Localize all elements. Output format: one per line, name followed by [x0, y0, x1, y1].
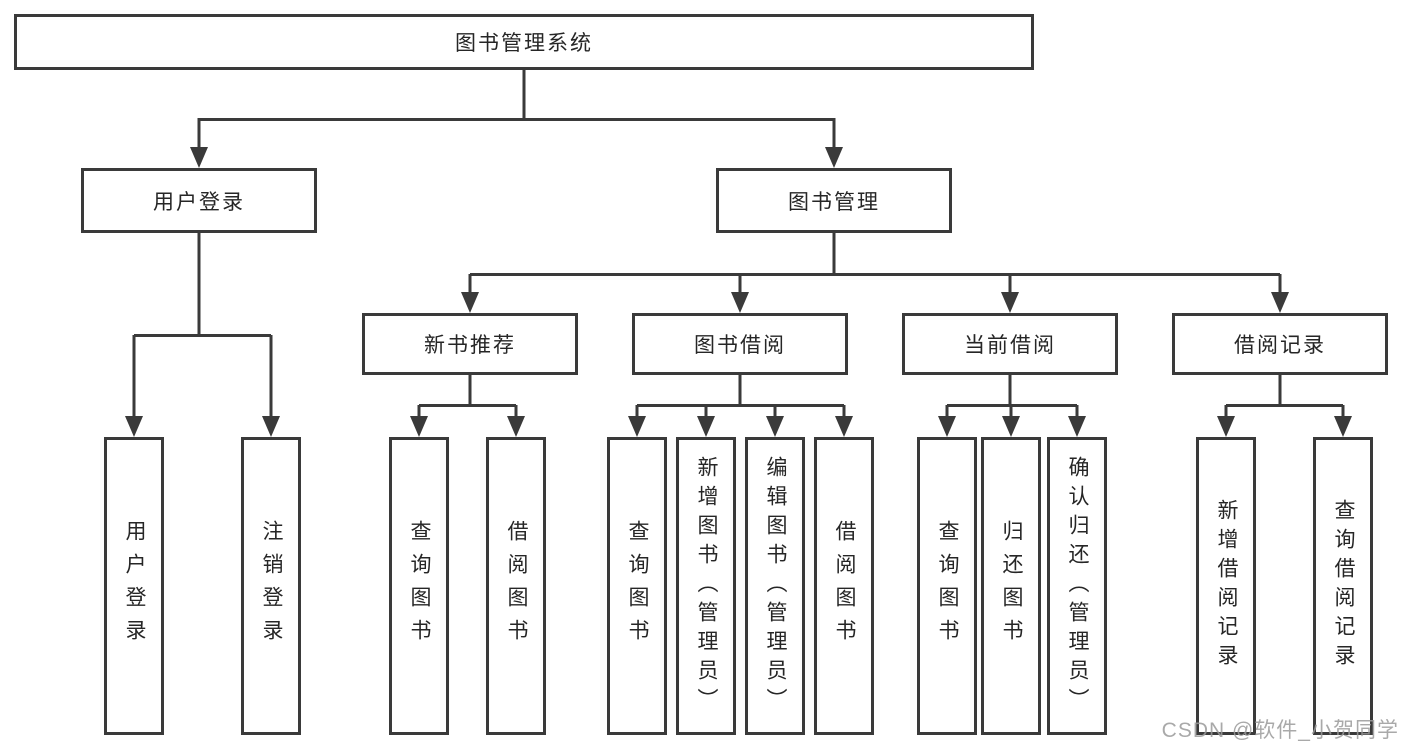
node-new-book-recommend: 新书推荐	[362, 313, 578, 375]
leaf-logout: 注销登录	[241, 437, 301, 735]
node-user-login: 用户登录	[81, 168, 317, 233]
node-book-management-label: 图书管理	[788, 190, 880, 214]
leaf-current-return-books-label: 归还图书	[1000, 520, 1023, 652]
leaf-recommend-query-books: 查询图书	[389, 437, 449, 735]
leaf-borrow-add-books-admin: 新增图书（管理员）	[676, 437, 736, 735]
leaf-borrow-edit-books-admin-label: 编辑图书（管理员）	[764, 455, 787, 717]
node-root: 图书管理系统	[14, 14, 1034, 70]
leaf-recommend-query-books-label: 查询图书	[408, 520, 431, 652]
leaf-current-query-books: 查询图书	[917, 437, 977, 735]
leaf-borrow-edit-books-admin: 编辑图书（管理员）	[745, 437, 805, 735]
leaf-records-add-record: 新增借阅记录	[1196, 437, 1256, 735]
leaf-borrow-borrow-books: 借阅图书	[814, 437, 874, 735]
node-book-borrow: 图书借阅	[632, 313, 848, 375]
leaf-logout-label: 注销登录	[260, 520, 283, 652]
leaf-user-login-label: 用户登录	[123, 520, 146, 652]
leaf-borrow-add-books-admin-label: 新增图书（管理员）	[695, 455, 718, 717]
node-borrow-records-label: 借阅记录	[1234, 334, 1326, 357]
leaf-records-add-record-label: 新增借阅记录	[1215, 499, 1238, 673]
leaf-current-query-books-label: 查询图书	[936, 520, 959, 652]
leaf-current-confirm-return-admin: 确认归还（管理员）	[1047, 437, 1107, 735]
node-book-management: 图书管理	[716, 168, 952, 233]
node-book-borrow-label: 图书借阅	[694, 334, 786, 357]
node-borrow-records: 借阅记录	[1172, 313, 1388, 375]
node-current-borrow-label: 当前借阅	[964, 334, 1056, 357]
node-new-book-recommend-label: 新书推荐	[424, 334, 516, 357]
leaf-current-confirm-return-admin-label: 确认归还（管理员）	[1066, 455, 1089, 717]
leaf-borrow-borrow-books-label: 借阅图书	[833, 520, 856, 652]
node-user-login-label: 用户登录	[153, 190, 245, 214]
leaf-recommend-borrow-books: 借阅图书	[486, 437, 546, 735]
leaf-current-return-books: 归还图书	[981, 437, 1041, 735]
node-current-borrow: 当前借阅	[902, 313, 1118, 375]
leaf-records-query-record: 查询借阅记录	[1313, 437, 1373, 735]
leaf-user-login: 用户登录	[104, 437, 164, 735]
leaf-records-query-record-label: 查询借阅记录	[1332, 499, 1355, 673]
leaf-borrow-query-books-label: 查询图书	[626, 520, 649, 652]
node-root-label: 图书管理系统	[455, 32, 593, 55]
watermark: CSDN @软件_小贺同学	[1161, 719, 1399, 742]
leaf-borrow-query-books: 查询图书	[607, 437, 667, 735]
leaf-recommend-borrow-books-label: 借阅图书	[505, 520, 528, 652]
